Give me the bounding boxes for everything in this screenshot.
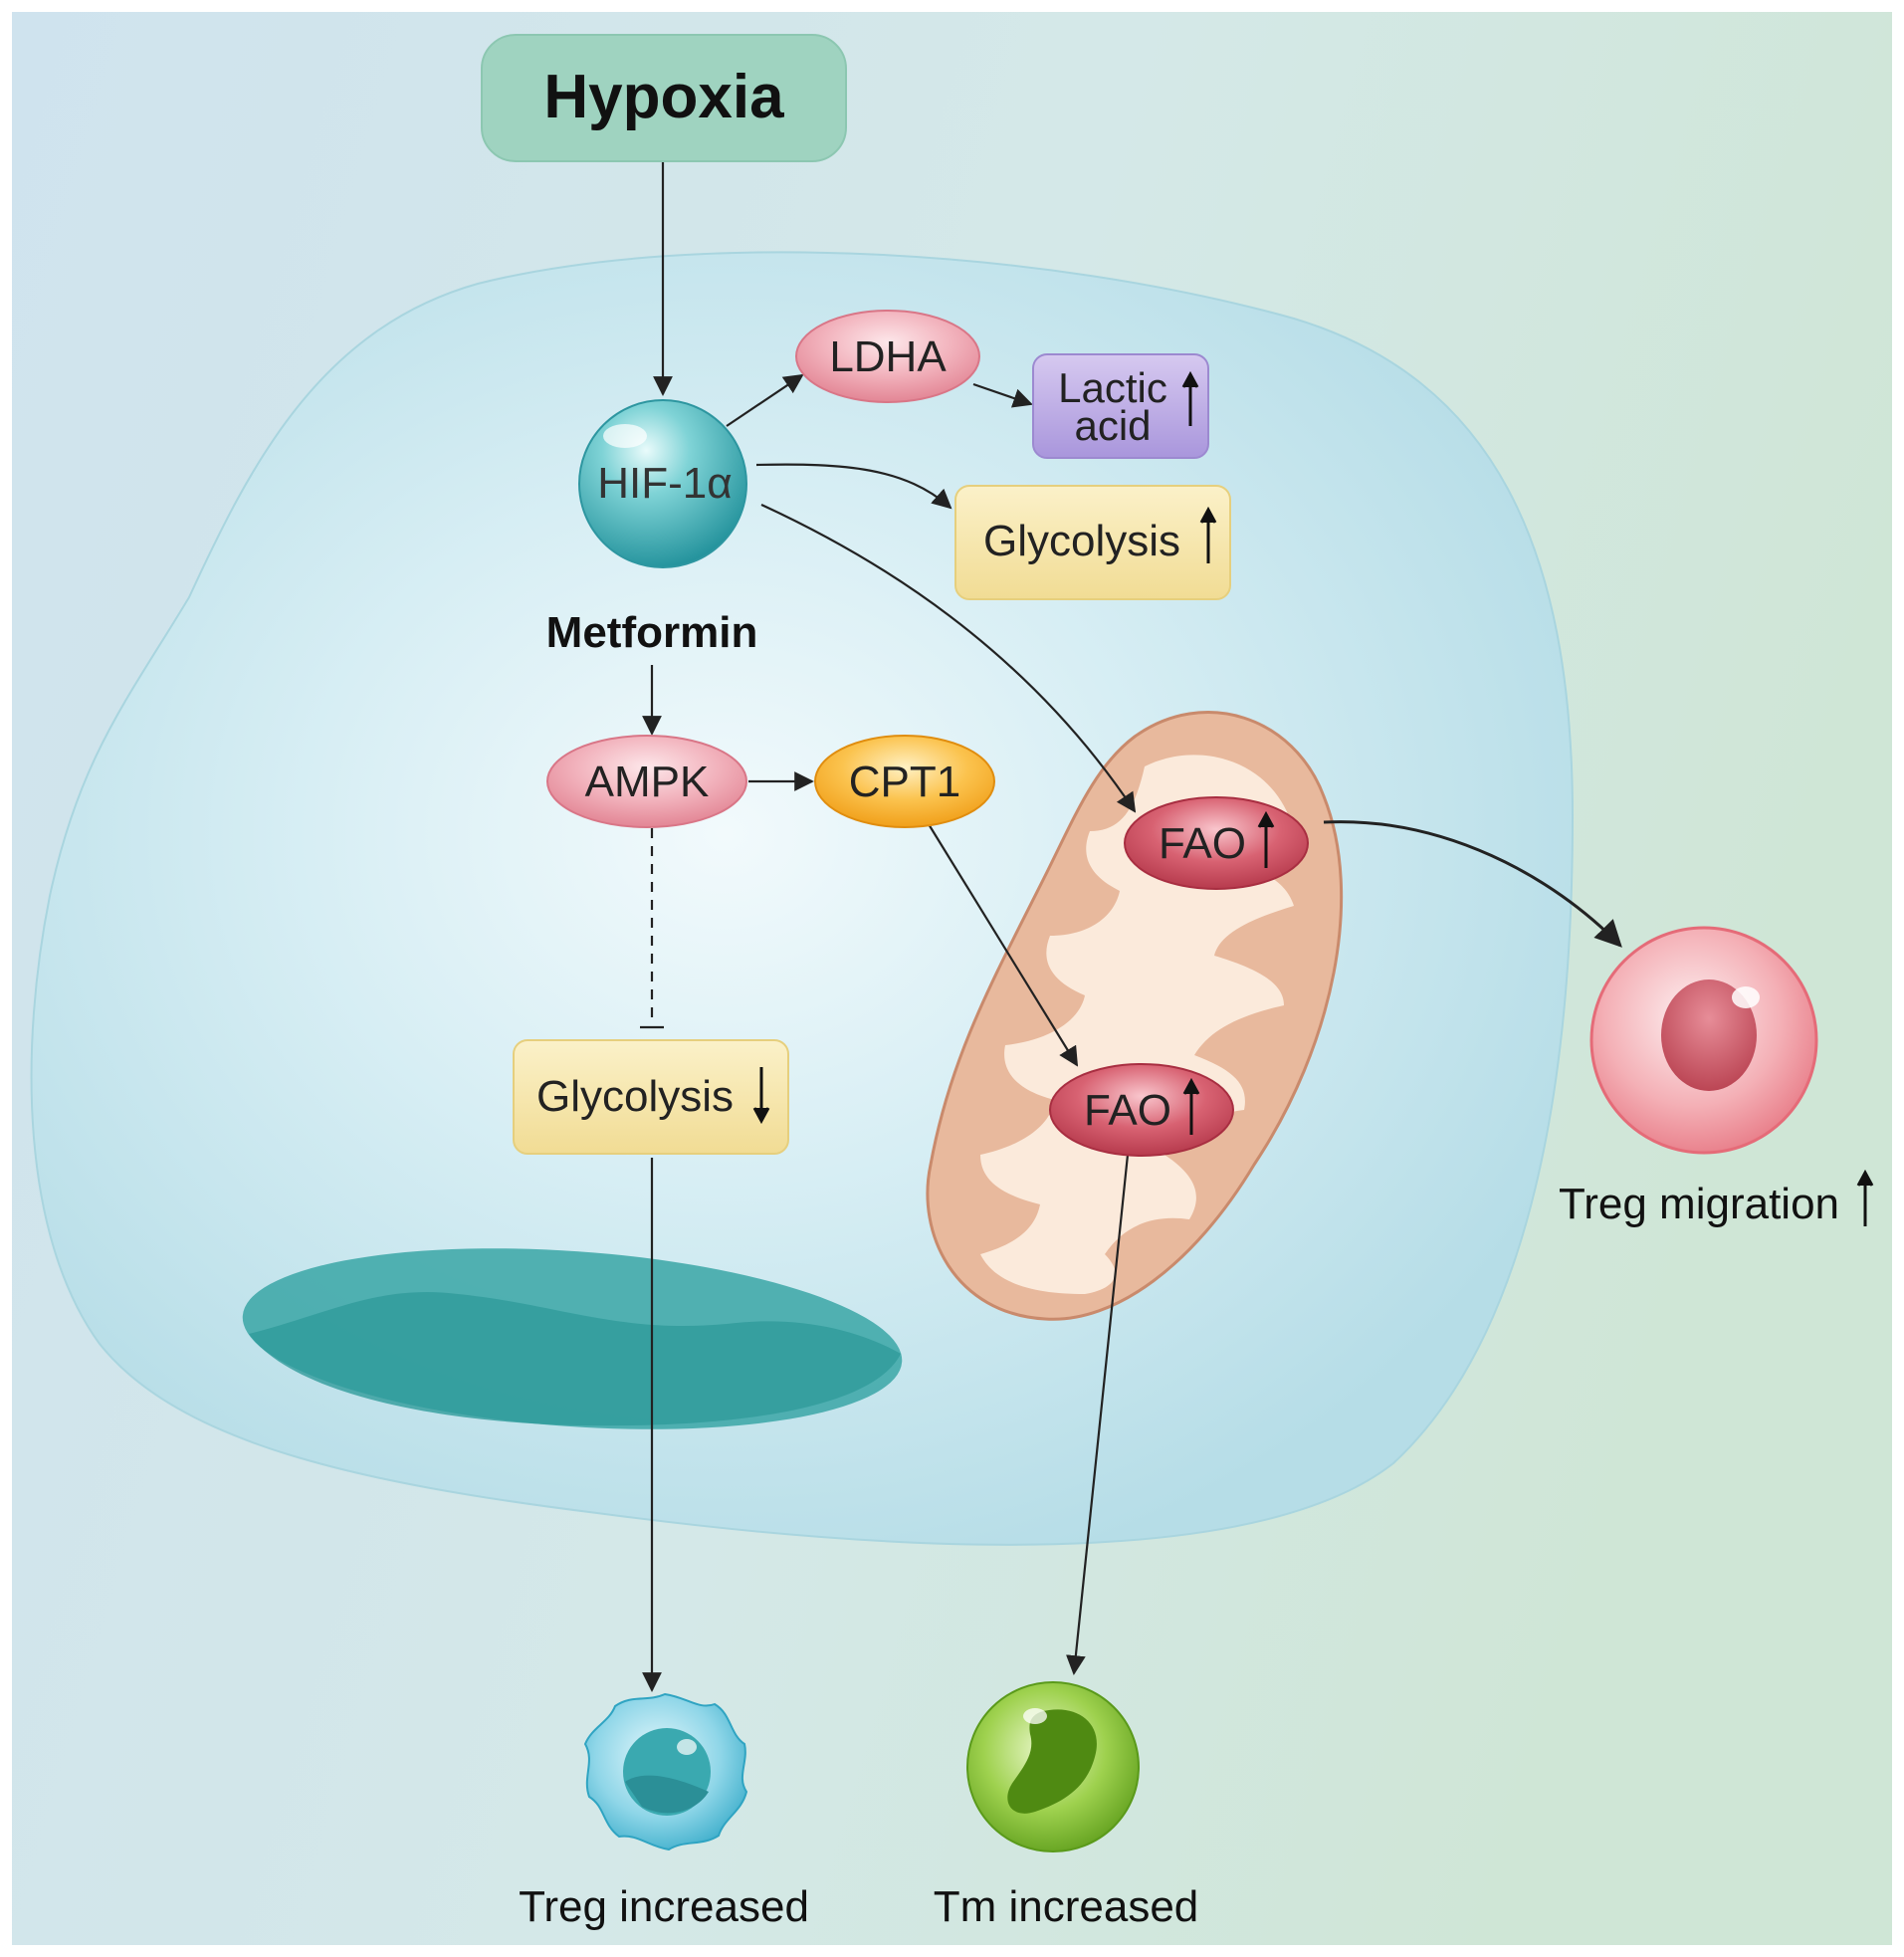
treg-migration-cell [1589,926,1818,1155]
fao-bottom-node: FAO [1049,1063,1234,1157]
glycolysis-up-box: Glycolysis [954,485,1231,600]
treg-increased-cell [583,1692,748,1851]
glycolysis-down-label: Glycolysis [536,1072,734,1121]
arrow-cpt1-to-fao [928,823,1079,1067]
up-arrow-icon [1182,1077,1200,1135]
metformin-label: Metformin [546,608,758,657]
fao-top-node: FAO [1124,796,1309,890]
down-arrow-icon [752,1067,770,1125]
glycolysis-up-label: Glycolysis [983,517,1180,565]
cpt1-node: CPT1 [814,735,995,828]
ampk-label: AMPK [585,758,710,806]
up-arrow-icon [1199,506,1217,563]
fao-bottom-label: FAO [1084,1086,1171,1135]
tm-increased-label: Tm increased [934,1882,1199,1931]
hif-1a-node: HIF-1α [578,399,747,568]
fao-top-label: FAO [1159,819,1246,868]
arrow-hif-to-glycolysis [755,463,952,510]
connector-arrows [640,162,1622,1692]
hif-label: HIF-1α [597,459,732,508]
hypoxia-box: Hypoxia [481,34,847,162]
up-arrow-icon [1856,1169,1874,1226]
ampk-node: AMPK [546,735,747,828]
glycolysis-down-box: Glycolysis [513,1039,789,1155]
up-arrow-icon [1181,370,1199,426]
treg-migration-label: Treg migration [1559,1180,1839,1228]
hypoxia-label: Hypoxia [543,63,784,131]
arrow-ldha-to-lactic [972,382,1033,408]
arrow-fao-to-tm [1065,1154,1130,1675]
nucleus [242,1248,903,1429]
ldha-node: LDHA [795,310,980,403]
cpt1-label: CPT1 [849,758,960,806]
arrow-hif-to-fao [760,504,1137,813]
arrow-fao-to-treg-migration [1323,820,1622,948]
lactic-acid-box: Lactic acid [1032,353,1209,459]
treg-increased-label: Treg increased [519,1882,809,1931]
lactic-label-line1: Lactic [1058,364,1167,411]
lactic-label-line2: acid [1074,402,1151,449]
tm-increased-cell [966,1681,1140,1852]
ldha-label: LDHA [829,332,947,381]
up-arrow-icon [1257,810,1275,868]
arrow-hif-to-ldha [726,373,804,427]
